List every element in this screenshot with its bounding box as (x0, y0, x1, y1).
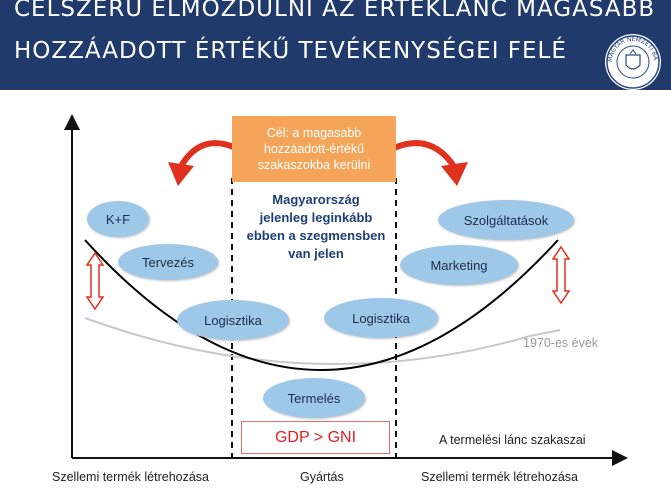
oval-marketing: Marketing (400, 245, 518, 285)
right-double-arrow (551, 245, 571, 305)
note-line-4: van jelen (288, 246, 344, 261)
curve-current (84, 239, 559, 371)
note-line-2: jelenleg leginkább (259, 210, 373, 225)
hungary-position-note: Magyarország jelenleg leginkább ebben a … (236, 191, 396, 263)
label-1970s: 1970-es évek (523, 336, 599, 350)
note-line-1: Magyarország (272, 192, 360, 207)
goal-line-3: szakaszokba kerülni (257, 158, 371, 172)
arrow-left-curve (177, 140, 238, 170)
arrow-right-curve (392, 140, 458, 170)
oval-tervezes: Tervezés (118, 244, 218, 280)
value-chain-diagram (64, 114, 628, 466)
x-axis-title: A termelési lánc szakaszai (439, 433, 586, 447)
central-bank-seal-icon: MAGYAR NEMZETI BANK (604, 33, 661, 90)
arrow-left-head (168, 162, 194, 186)
goal-line-1: Cél: a magasabb (266, 126, 362, 140)
title-line-2: HOZZÁADOTT ÉRTÉKŰ TEVÉKENYSÉGEI FELÉ (14, 38, 567, 64)
arrow-right-head (441, 162, 468, 186)
note-line-3: ebben a szegmensben (246, 228, 386, 243)
oval-kf: K+F (87, 201, 149, 237)
x-label-middle: Gyártás (300, 470, 344, 484)
curve-1970s (84, 317, 561, 366)
oval-logisztika-right: Logisztika (324, 298, 438, 338)
oval-szolgaltatasok: Szolgáltatások (438, 200, 574, 240)
goal-box: Cél: a magasabb hozzáadott-értékű szakas… (232, 116, 396, 182)
oval-logisztika-left: Logisztika (177, 300, 289, 340)
title-bar: CÉLSZERŰ ELMOZDULNI AZ ÉRTÉKLÁNC MAGASAB… (0, 0, 671, 90)
x-label-left: Szellemi termék létrehozása (52, 470, 210, 484)
gdp-gni-text: GDP > GNI (274, 428, 357, 446)
title-line-1: CÉLSZERŰ ELMOZDULNI AZ ÉRTÉKLÁNC MAGASAB… (14, 0, 656, 22)
gdp-gni-box: GDP > GNI (241, 421, 390, 454)
goal-line-2: hozzáadott-értékű (263, 142, 365, 156)
x-label-right: Szellemi termék létrehozása (421, 470, 579, 484)
left-double-arrow (85, 251, 105, 311)
oval-termeles: Termelés (263, 378, 365, 418)
